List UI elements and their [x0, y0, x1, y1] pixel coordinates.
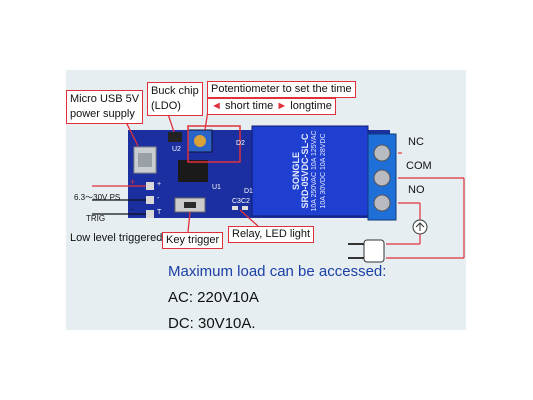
silk-plus: + [157, 181, 162, 188]
nc-label: NC [408, 136, 424, 148]
key-leader [187, 211, 191, 233]
silk-d1: D1 [244, 188, 253, 195]
buck-chip [168, 132, 182, 142]
ac-rating: AC: 220V10A [168, 289, 259, 306]
key-button-cap [184, 202, 196, 208]
bulb-filament [415, 222, 425, 231]
micro-usb-port [138, 153, 152, 167]
silk-c3c2: C3C2 [232, 198, 250, 205]
pin-plus [146, 182, 154, 190]
no-label: NO [408, 184, 425, 196]
max-load-heading: Maximum load can be accessed: [168, 263, 387, 280]
dc-rating: DC: 30V10A. [168, 315, 256, 332]
relay-led-leader [239, 209, 259, 227]
time-range-label: ◄ short time ► longtime [207, 98, 336, 115]
input-plus-label: + [130, 177, 136, 187]
arrow-right-icon: ► [276, 100, 288, 112]
relay-marking: SONGLE SRD-05VDC-SL-C 10A 250VAC 10A 125… [252, 126, 368, 216]
silk-t: T [157, 209, 162, 216]
longtime-label: longtime [290, 100, 332, 112]
led-2 [242, 206, 248, 210]
led-1 [232, 206, 238, 210]
potentiometer-knob [194, 135, 206, 147]
plug-icon [363, 239, 385, 263]
pot-highlight [187, 125, 241, 163]
trig-label: TRIG [86, 214, 106, 223]
relay-rating-dc: 10A 30VDC 10A 28VDC [320, 133, 327, 209]
com-label: COM [406, 160, 432, 172]
short-time-label: short time [224, 100, 274, 112]
low-level-label: Low level triggered [70, 232, 163, 244]
input-minus-label: - [130, 204, 133, 214]
silk-u2: U2 [172, 146, 181, 153]
silk-minus: - [157, 195, 160, 202]
pin-trig [146, 210, 154, 218]
relay-rating-ac: 10A 250VAC 10A 125VAC [311, 130, 318, 212]
silk-u1: U1 [212, 184, 221, 191]
key-trigger-label: Key trigger [162, 232, 224, 249]
terminal-screw-no [373, 194, 391, 212]
usb-label: Micro USB 5V power supply [66, 90, 144, 124]
silk-d2: D2 [236, 140, 245, 147]
pot-label: Potentiometer to set the time [207, 81, 356, 98]
relay-body [251, 125, 369, 217]
relay-model: SRD-05VDC-SL-C [300, 133, 310, 209]
ps-label: 6.3～30V PS [74, 193, 121, 202]
buck-label: Buck chip (LDO) [147, 82, 203, 116]
terminal-screw-nc [373, 144, 391, 162]
arrow-left-icon: ◄ [211, 100, 222, 112]
ic-chip [178, 160, 208, 182]
pin-minus [146, 196, 154, 204]
relay-led-label: Relay, LED light [228, 226, 315, 243]
terminal-screw-com [373, 169, 391, 187]
buck-leader [167, 113, 175, 133]
